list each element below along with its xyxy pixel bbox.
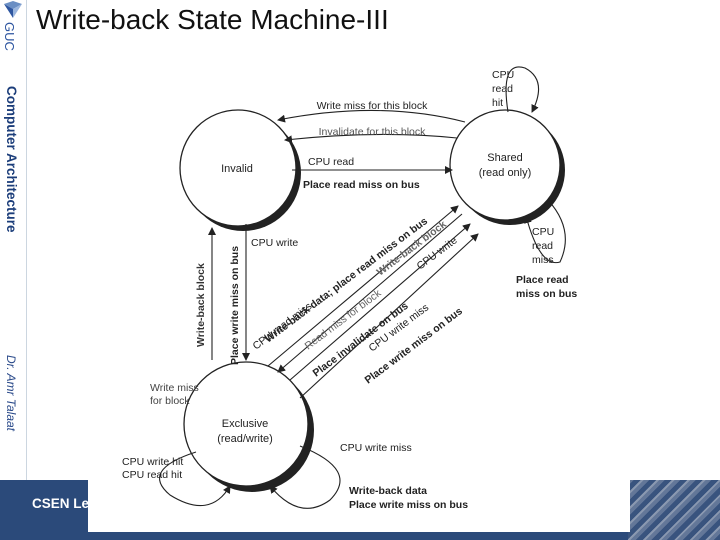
label-cpu-read-miss-1: CPU	[532, 226, 554, 238]
loop-exclusive-hit	[159, 451, 231, 507]
state-exclusive-label: Exclusive	[222, 418, 268, 430]
label-cpu-read-hit-3: hit	[492, 97, 503, 109]
label-cpu-write-hit: CPU write hit	[122, 456, 183, 468]
edge-write-miss-this-block	[277, 109, 466, 123]
state-shared-sublabel: (read only)	[479, 167, 532, 179]
state-invalid: Invalid	[179, 109, 297, 227]
label-place-read-miss: Place read miss on bus	[303, 179, 420, 191]
state-shared: Shared (read only)	[449, 109, 561, 221]
logo-text: GUC	[2, 22, 17, 51]
label-write-back-data: Write-back data	[349, 485, 427, 497]
label-write-back-block-v: Write-back block	[195, 263, 207, 347]
edge-diag-4	[299, 233, 479, 399]
label-cpu-read: CPU read	[308, 156, 354, 168]
label-cpu-read-miss-2: read	[532, 240, 553, 252]
footer-texture	[628, 480, 720, 540]
left-sidebar: GUC Computer Architecture Dr. Amr Talaat	[0, 0, 27, 540]
edge-diag-1	[267, 205, 459, 367]
edge-diag-3	[289, 223, 471, 381]
label-place-read-miss-2b: miss on bus	[516, 288, 577, 300]
edge-diag-2	[277, 213, 463, 373]
state-invalid-label: Invalid	[221, 163, 253, 175]
label-cpu-read-miss-3: miss	[532, 254, 554, 266]
author-label: Dr. Amr Talaat	[4, 355, 18, 432]
label-place-read-miss-2a: Place read	[516, 274, 569, 286]
loop-exclusive-write-miss	[269, 445, 341, 509]
footer-label: CSEN Le	[32, 496, 90, 511]
label-cpu-write: CPU write	[251, 237, 298, 249]
course-label: Computer Architecture	[4, 86, 19, 233]
state-exclusive: Exclusive (read/write)	[183, 361, 309, 487]
label-place-write-miss-v: Place write miss on bus	[229, 246, 241, 365]
state-shared-label: Shared	[487, 152, 522, 164]
label-cpu-read-hit-ex: CPU read hit	[122, 469, 182, 481]
guc-logo: GUC	[2, 1, 22, 51]
loop-shared-read-miss	[523, 199, 566, 264]
label-cpu-read-hit-1: CPU	[492, 69, 514, 81]
label-place-write-miss-b: Place write miss on bus	[349, 499, 468, 511]
label-write-miss-for-block-1: Write miss	[150, 382, 199, 394]
loop-shared-read-hit	[505, 66, 540, 113]
label-invalidate-this-block: Invalidate for this block	[319, 126, 427, 138]
edge-invalidate-this-block	[284, 133, 458, 144]
label-cpu-read-hit-2: read	[492, 83, 513, 95]
label-write-miss-this-block: Write miss for this block	[317, 100, 428, 112]
label-cpu-write-miss: CPU write miss	[340, 442, 412, 454]
page-title: Write-back State Machine-III	[36, 4, 389, 35]
label-write-miss-for-block-2: for block	[150, 395, 190, 407]
state-exclusive-sublabel: (read/write)	[217, 433, 273, 445]
diagram-panel: Invalid Shared (read only) Exclusive (re…	[88, 56, 630, 532]
state-diagram: Invalid Shared (read only) Exclusive (re…	[122, 66, 577, 511]
